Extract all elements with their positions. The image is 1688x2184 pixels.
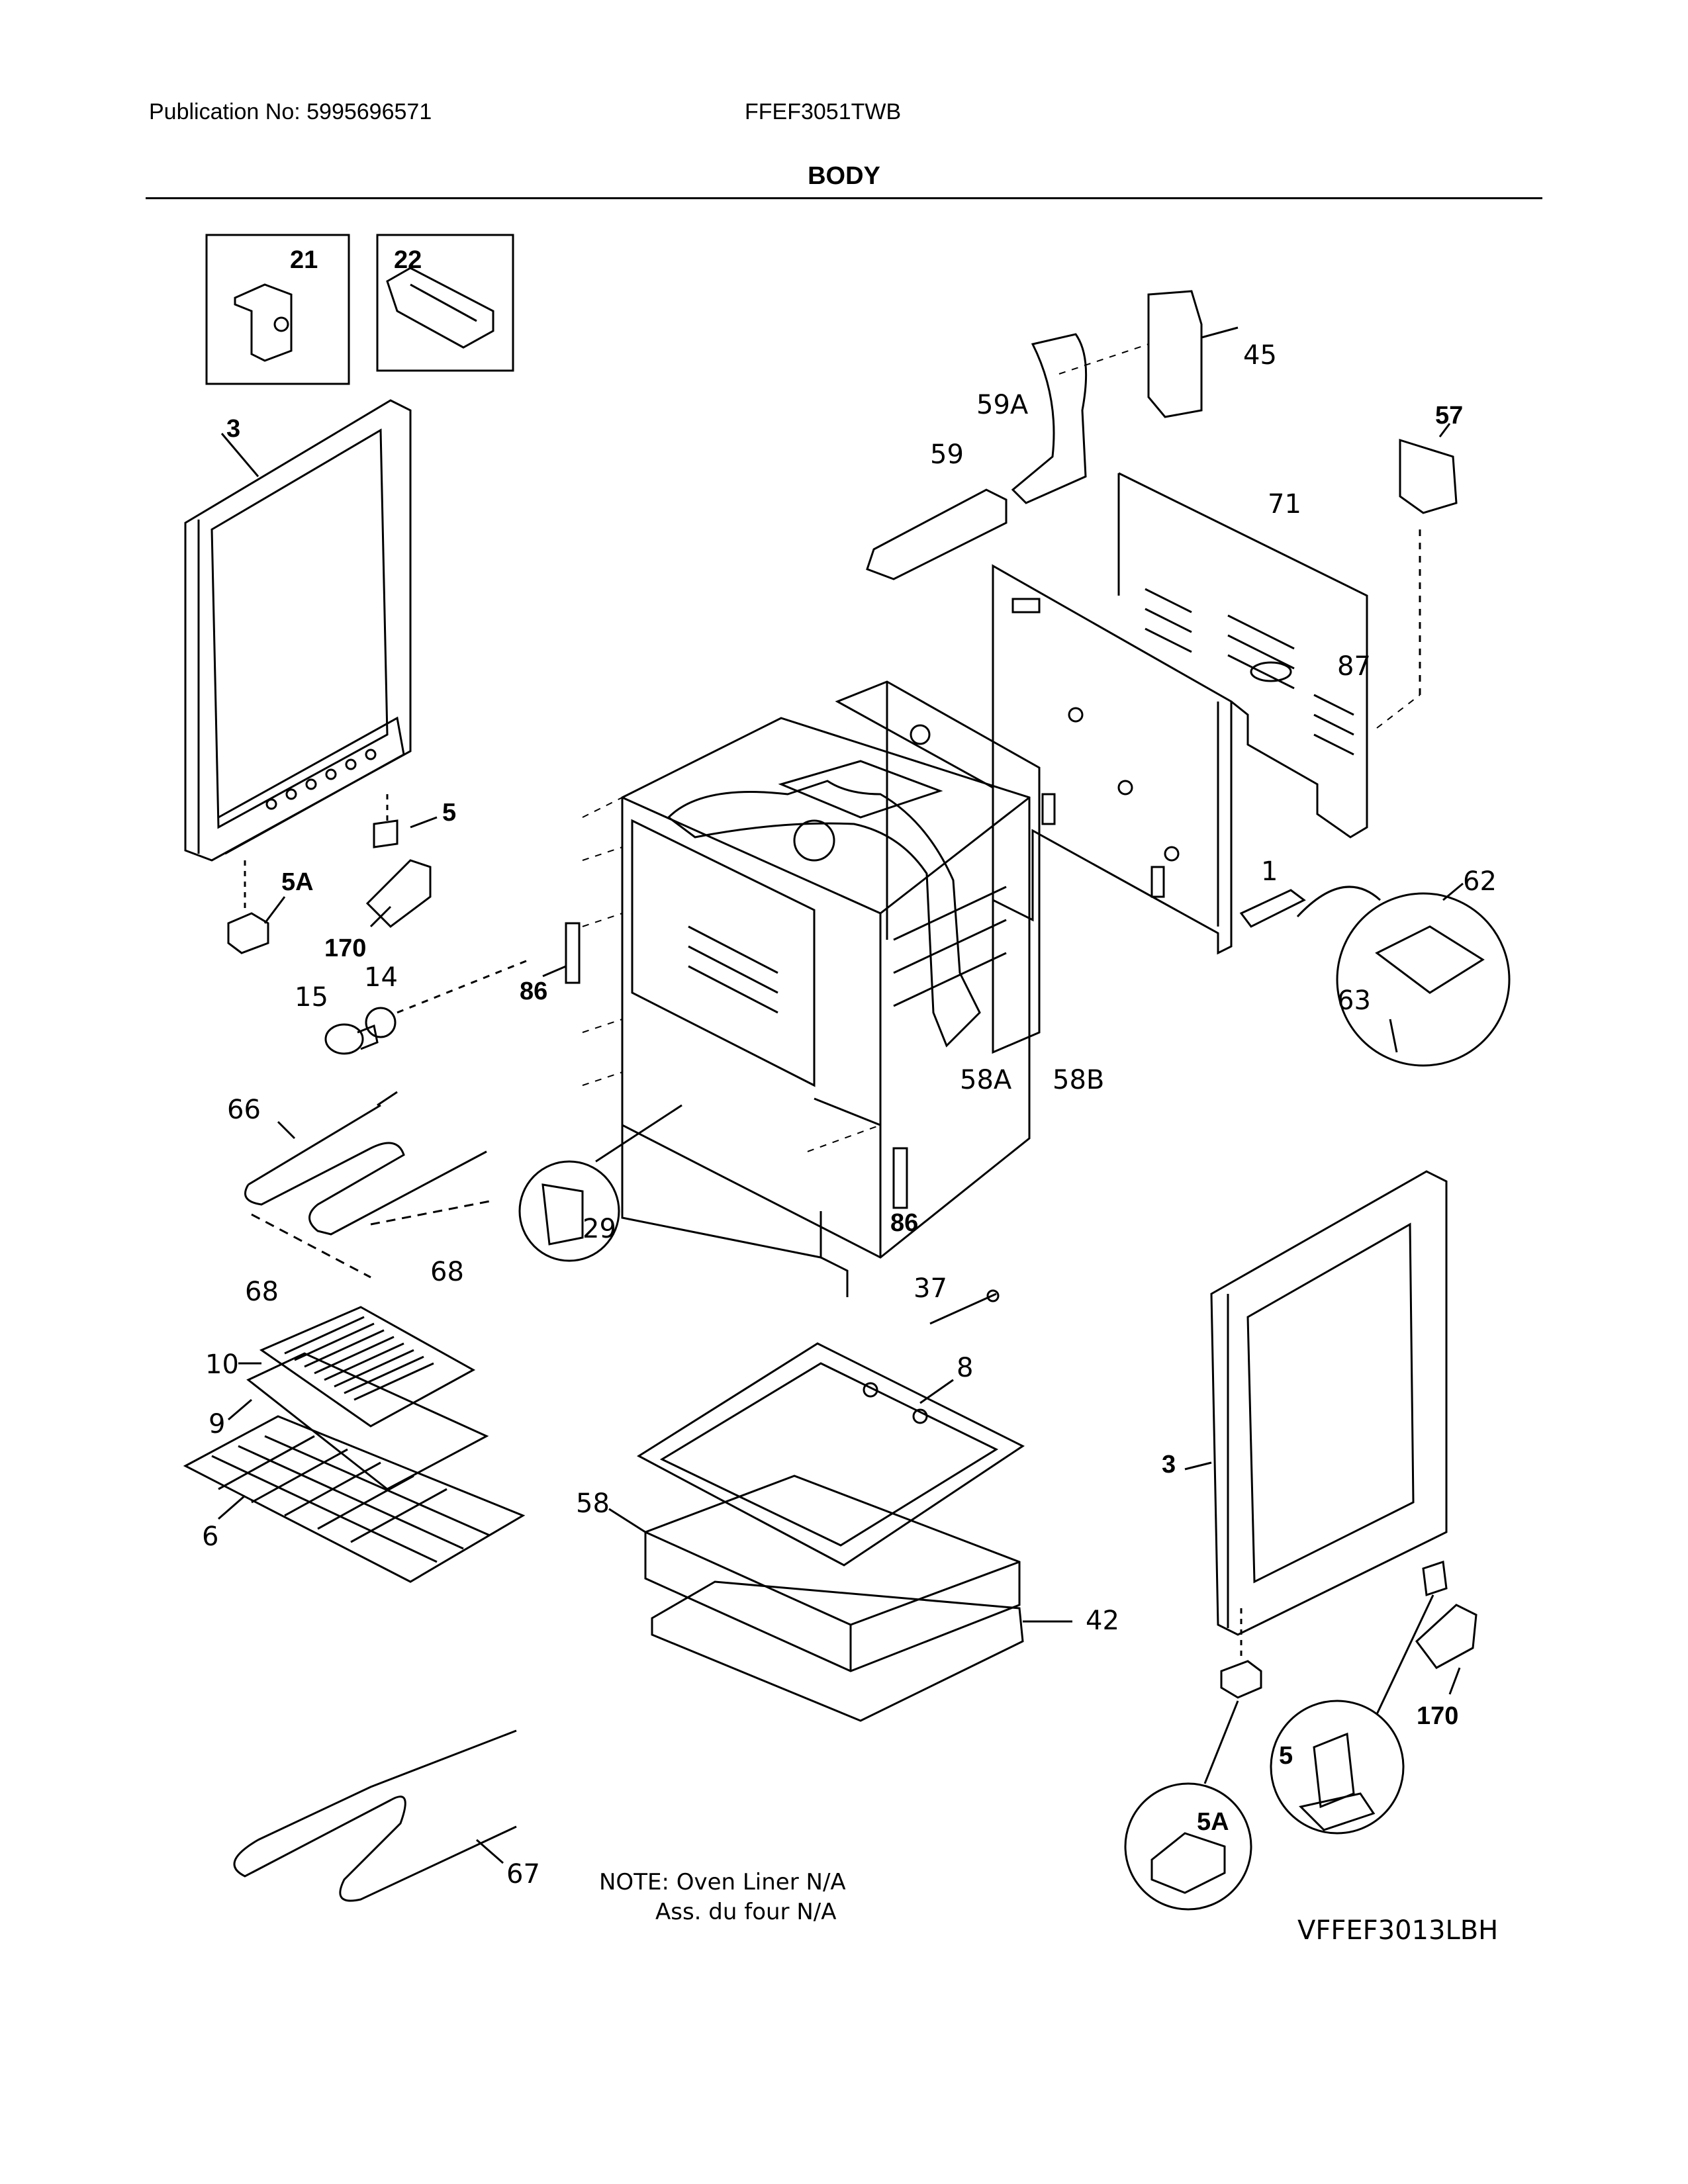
insulation-58A [667, 780, 981, 1048]
callout-58: 58 [576, 1488, 610, 1519]
insulation-58B [835, 680, 1041, 1054]
rack-support-86-right [892, 1147, 908, 1209]
hinge-receiver-right [1415, 1604, 1477, 1669]
note-line-1: NOTE: Oven Liner N/A [599, 1869, 846, 1895]
lamp-bulb [324, 958, 530, 1055]
leveling-leg-left [373, 794, 399, 848]
callout-170-left: 170 [324, 934, 366, 962]
oven-cavity [621, 717, 1031, 1297]
callout-58B: 58B [1053, 1065, 1104, 1095]
oven-bottom-8 [637, 1342, 1025, 1567]
callout-1: 1 [1261, 856, 1278, 887]
publication-number: Publication No: 5995696571 [149, 99, 432, 124]
callout-9: 9 [209, 1409, 225, 1439]
callout-45: 45 [1243, 340, 1277, 371]
hinge-bracket-part-22 [386, 267, 494, 349]
callout-63: 63 [1337, 985, 1371, 1016]
callout-59: 59 [930, 439, 964, 470]
back-panel [992, 564, 1233, 955]
vent-duct-59A [1011, 333, 1088, 504]
page-title: BODY [808, 162, 880, 190]
hinge-detail [1150, 1832, 1226, 1894]
detail-circle-5A [1124, 1782, 1252, 1911]
bracket-45 [1147, 290, 1203, 418]
callout-5A-right: 5A [1197, 1808, 1229, 1836]
hinge-clip-part-21 [234, 283, 293, 362]
terminal-detail [1375, 925, 1485, 1053]
callout-87: 87 [1337, 651, 1371, 682]
rack-support-86-left [565, 922, 581, 984]
broil-pan [246, 1352, 489, 1490]
detail-circle-5 [1270, 1700, 1405, 1835]
callout-86-right: 86 [890, 1209, 918, 1237]
temperature-sensor [929, 1289, 1000, 1325]
detail-circle-62 [1336, 892, 1511, 1067]
callout-66: 66 [227, 1095, 261, 1125]
callout-5-right: 5 [1279, 1742, 1293, 1770]
callout-71: 71 [1268, 489, 1301, 520]
inset-box-21 [205, 234, 350, 385]
callout-21: 21 [290, 246, 318, 274]
broil-element [244, 1091, 487, 1236]
callout-29: 29 [583, 1214, 616, 1244]
oven-rack [183, 1415, 526, 1583]
callout-10: 10 [205, 1349, 239, 1380]
terminal-block [1239, 889, 1306, 928]
callout-86-left: 86 [520, 978, 547, 1005]
callout-5A-left: 5A [281, 868, 314, 896]
callout-22: 22 [394, 246, 422, 274]
callout-57: 57 [1435, 402, 1463, 430]
hinge-receiver-left [365, 859, 432, 928]
bottom-panel-42 [651, 1580, 1024, 1722]
callout-67: 67 [506, 1859, 540, 1889]
callout-62: 62 [1463, 866, 1497, 897]
callout-42: 42 [1086, 1606, 1119, 1636]
callout-3-right: 3 [1162, 1451, 1176, 1479]
detail-circle-29 [518, 1160, 620, 1262]
leveling-leg-right [1422, 1560, 1448, 1597]
vent-duct-59 [866, 488, 1008, 580]
callout-68-right: 68 [430, 1257, 464, 1287]
oven-door-right [1210, 1170, 1448, 1636]
door-hinge-5A-right [1220, 1608, 1262, 1699]
inset-box-22 [376, 234, 514, 372]
insulation-58 [644, 1475, 1021, 1672]
callout-8: 8 [957, 1353, 973, 1383]
assembly-guide-lines [582, 343, 1421, 1152]
header-divider [146, 197, 1542, 199]
callout-68-left: 68 [245, 1277, 279, 1307]
model-number: FFEF3051TWB [745, 99, 902, 124]
note-line-2: Ass. du four N/A [655, 1899, 837, 1925]
callout-6: 6 [202, 1522, 218, 1552]
callout-5-left: 5 [442, 799, 456, 827]
callout-58A: 58A [960, 1065, 1012, 1095]
callout-14: 14 [364, 962, 398, 993]
callout-3-left: 3 [226, 415, 240, 443]
oven-door-left [184, 399, 412, 862]
leveling-leg-detail [1299, 1732, 1376, 1831]
callout-170-right: 170 [1417, 1702, 1458, 1730]
callout-37: 37 [914, 1273, 947, 1304]
broil-pan-insert [259, 1306, 476, 1428]
bake-element [233, 1729, 517, 1902]
drawing-code: VFFEF3013LBH [1297, 1915, 1498, 1946]
door-hinge-5A-left [227, 860, 269, 954]
vent-cover-57 [1399, 438, 1458, 695]
rear-shield [1117, 472, 1368, 839]
callout-59A: 59A [976, 390, 1029, 420]
callout-15: 15 [295, 982, 328, 1013]
